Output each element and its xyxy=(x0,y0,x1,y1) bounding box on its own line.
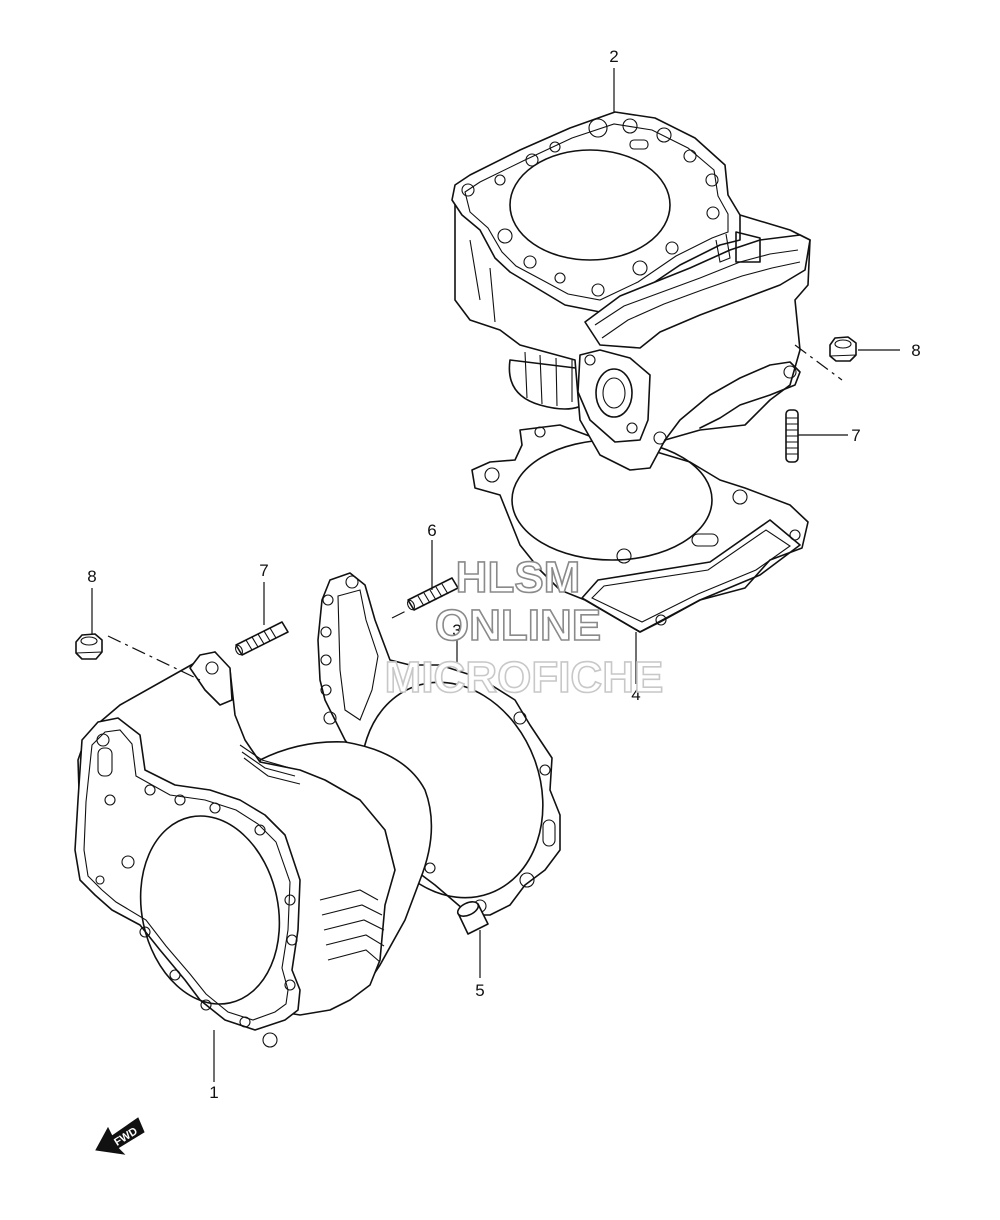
forward-arrow-icon: FWD xyxy=(95,1117,145,1155)
callout-3: 3 xyxy=(452,621,461,640)
callout-8-lower: 8 xyxy=(87,567,96,586)
callout-7-upper: 7 xyxy=(851,426,860,445)
leader-lines xyxy=(91,68,900,1082)
callout-8-upper: 8 xyxy=(911,341,920,360)
stud-6-alignment-line xyxy=(391,609,409,619)
callout-5: 5 xyxy=(475,981,484,1000)
watermark-line-3: MICROFICHE xyxy=(385,653,664,702)
upper-cylinder-block[interactable] xyxy=(451,111,811,471)
dowel-pin[interactable] xyxy=(455,899,489,935)
lower-flange-nut[interactable] xyxy=(75,633,103,660)
upper-base-gasket[interactable] xyxy=(471,424,809,633)
watermark: HLSM ONLINE MICROFICHE xyxy=(384,552,664,703)
lower-base-gasket[interactable] xyxy=(317,572,572,923)
watermark-line-2: ONLINE xyxy=(435,601,601,650)
callout-1: 1 xyxy=(209,1083,218,1102)
stud-bolt-6[interactable] xyxy=(406,577,459,611)
watermark-line-1: HLSM xyxy=(456,553,581,602)
lower-nut-alignment-line xyxy=(107,635,201,681)
upper-nut-alignment-line xyxy=(794,344,843,381)
callout-6: 6 xyxy=(427,521,436,540)
callout-4: 4 xyxy=(631,685,640,704)
callout-7-lower: 7 xyxy=(259,561,268,580)
lower-stud-bolt[interactable] xyxy=(234,621,289,656)
upper-stud-bolt[interactable] xyxy=(785,409,799,463)
callout-2: 2 xyxy=(609,47,618,66)
upper-flange-nut[interactable] xyxy=(829,336,857,362)
lower-cylinder-block[interactable] xyxy=(74,651,433,1048)
